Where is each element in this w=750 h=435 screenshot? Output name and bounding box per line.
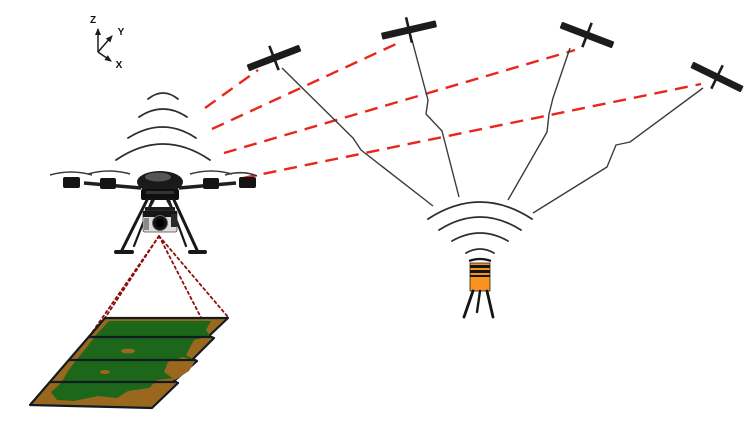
satellite-icon — [690, 61, 744, 93]
camera-footprint-lines — [88, 235, 229, 338]
drone-dome-highlight — [145, 172, 171, 182]
drone-body-box — [141, 189, 179, 200]
tripod-legs — [462, 289, 495, 319]
uav-satellite-link-1 — [204, 69, 259, 109]
gnss-satellites — [246, 17, 744, 93]
uav-satellite-link-4 — [242, 82, 702, 180]
footprint-ray — [158, 235, 212, 338]
motor-pods — [63, 177, 256, 189]
uav-satellite-links — [204, 42, 702, 180]
receiver-stripe — [470, 265, 490, 268]
signal-arc — [465, 248, 495, 254]
signal-arc — [138, 108, 188, 118]
y-axis-label: Y — [118, 27, 125, 38]
base-station — [462, 257, 495, 319]
footprint-ray — [88, 235, 160, 338]
uav-satellite-link-3 — [223, 48, 576, 155]
motor-pod — [100, 178, 116, 189]
footprint-ray — [158, 235, 229, 318]
camera-grip — [144, 218, 149, 230]
base-satellite-link-3 — [507, 47, 571, 201]
camera-lens-core — [156, 219, 164, 227]
landing-leg — [172, 198, 199, 252]
motor-pod — [203, 178, 219, 189]
satellite-icon — [246, 44, 302, 72]
motor-pod — [239, 177, 256, 188]
base-satellite-link-2 — [411, 39, 460, 198]
rotor-blade — [87, 170, 131, 175]
gimbal-side-mount — [171, 214, 177, 227]
satellite-icon — [381, 17, 437, 43]
base-signal-arcs — [427, 201, 533, 254]
base-satellite-links — [281, 39, 704, 214]
tripod-leg — [462, 289, 475, 319]
base-satellite-link-1 — [281, 67, 434, 207]
x-axis-arrow — [97, 51, 112, 62]
field-soil-patch — [100, 370, 110, 374]
rotor-blades — [49, 170, 258, 177]
drone-body-detail — [146, 191, 174, 194]
uav-signal-arcs — [115, 92, 211, 161]
signal-arc — [451, 232, 509, 242]
z-axis-label: Z — [90, 15, 96, 26]
satellite-body-tick — [268, 45, 280, 71]
coordinate-axes: Z Y X — [90, 15, 125, 71]
camera-top-strip — [143, 211, 177, 217]
field-soil-patch — [121, 348, 135, 354]
receiver-stripe — [470, 270, 490, 273]
rotor-blade — [49, 171, 93, 176]
uav-drone — [49, 170, 258, 254]
signal-arc — [427, 201, 533, 220]
base-satellite-link-4 — [532, 87, 704, 214]
tripod-leg — [475, 289, 482, 314]
satellite-body-tick — [710, 64, 724, 90]
signal-arc — [127, 126, 197, 139]
receiver-stripe — [470, 275, 490, 277]
rotor-blade — [189, 170, 233, 175]
uav-satellite-link-2 — [211, 42, 397, 131]
motor-pod — [63, 177, 80, 188]
signal-arc — [438, 216, 522, 231]
flight-strip-lines — [48, 335, 212, 384]
satellite-body-tick — [581, 22, 593, 48]
signal-arc — [147, 92, 179, 100]
y-axis-arrow — [97, 35, 113, 53]
landing-leg — [120, 198, 149, 252]
tripod-leg — [485, 289, 495, 319]
rotor-blade — [224, 171, 258, 177]
receiver-stripes — [470, 265, 490, 277]
survey-field — [28, 316, 230, 410]
signal-arc — [115, 143, 211, 161]
field-soil-patch — [164, 357, 195, 380]
satellite-body-tick — [404, 17, 414, 43]
x-axis-label: X — [116, 60, 123, 71]
satellite-icon — [559, 21, 615, 49]
receiver-cap — [468, 257, 492, 263]
